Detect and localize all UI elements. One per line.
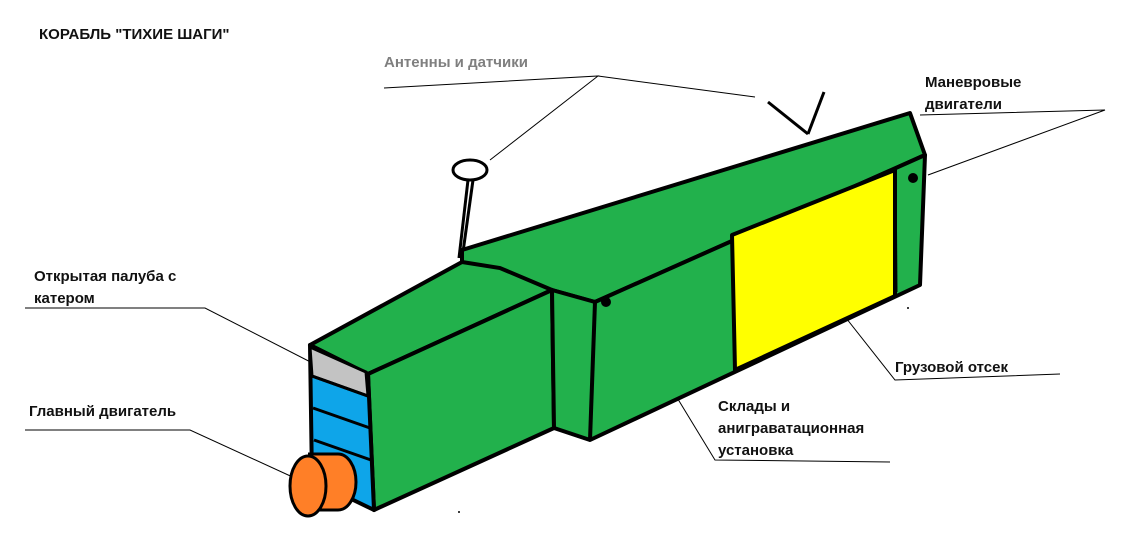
antennas xyxy=(451,91,826,259)
label-storage: Склады и аниграватационная установка xyxy=(718,398,865,459)
speck xyxy=(458,511,460,513)
label-antennas: Антенны и датчики xyxy=(384,54,528,71)
ring-antenna-mast-2 xyxy=(461,179,475,253)
ring-antenna-mast xyxy=(457,179,470,259)
label-main-engine: Главный двигатель xyxy=(29,403,177,420)
leader-antennas-right xyxy=(597,75,756,98)
main-engine-icon xyxy=(288,452,358,518)
maneuver-thruster-icon xyxy=(908,173,918,183)
ring-antenna-icon xyxy=(451,158,489,182)
leader-deck xyxy=(25,307,331,373)
label-open-deck: Открытая палуба с катером xyxy=(34,268,177,307)
v-antenna-left xyxy=(767,100,809,136)
diagram-title: КОРАБЛЬ "ТИХИЕ ШАГИ" xyxy=(39,26,230,43)
v-antenna-right xyxy=(806,91,826,135)
storage-hatch-icon xyxy=(601,297,611,307)
leader-maneuver xyxy=(919,109,1106,176)
hull-step xyxy=(461,260,553,292)
speck-2 xyxy=(907,307,909,309)
rear-section-edge xyxy=(588,301,597,441)
leader-engine xyxy=(25,429,311,486)
bay-dividers xyxy=(311,374,372,462)
leader-antennas-left xyxy=(383,75,600,161)
cargo-bay-panel xyxy=(730,168,897,372)
label-maneuver-engines: Маневровые двигатели xyxy=(925,74,1022,113)
label-cargo-bay: Грузовой отсек xyxy=(895,359,1008,376)
